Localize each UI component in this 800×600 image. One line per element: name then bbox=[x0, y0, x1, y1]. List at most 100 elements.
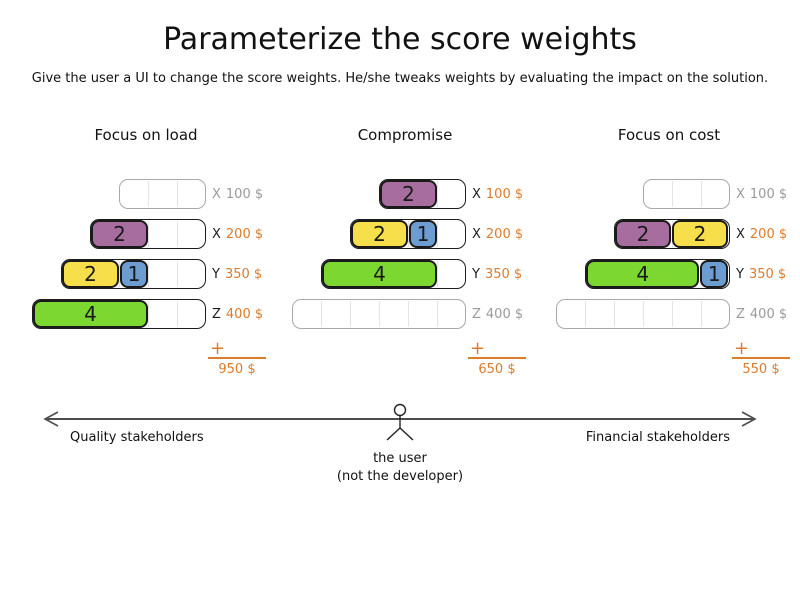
weight-slider-track[interactable] bbox=[556, 299, 730, 329]
column-title: Compromise bbox=[357, 126, 453, 144]
weight-segment-yellow[interactable]: 2 bbox=[351, 220, 408, 248]
weight-slider-track[interactable]: 2 bbox=[379, 179, 466, 209]
row-label-cost: 100 $ bbox=[225, 186, 264, 202]
cell-divider bbox=[321, 301, 322, 327]
axis-label-financial: Financial stakeholders bbox=[585, 430, 730, 445]
weight-segment-blue[interactable]: 1 bbox=[700, 260, 728, 288]
row-label-letter: Z bbox=[472, 306, 481, 322]
user-sublabel: (not the developer) bbox=[336, 469, 464, 484]
row-label-cost: 400 $ bbox=[749, 306, 788, 322]
weight-slider-track[interactable] bbox=[119, 179, 206, 209]
cell-divider bbox=[437, 261, 438, 287]
cell-divider bbox=[437, 221, 438, 247]
cell-divider bbox=[177, 261, 178, 287]
row-label-cost: 200 $ bbox=[485, 226, 524, 242]
plus-sign: + bbox=[470, 338, 486, 359]
total-amount: 550 $ bbox=[742, 362, 780, 377]
page-subtitle: Give the user a UI to change the score w… bbox=[31, 71, 769, 86]
weight-segment-blue[interactable]: 1 bbox=[409, 220, 437, 248]
plus-sign: + bbox=[210, 338, 226, 359]
column-title: Focus on cost bbox=[617, 126, 721, 144]
cell-divider bbox=[148, 181, 149, 207]
weight-segment-blue[interactable]: 1 bbox=[120, 260, 148, 288]
row-label-cost: 350 $ bbox=[224, 266, 263, 282]
cell-divider bbox=[643, 301, 644, 327]
weight-segment-green[interactable]: 4 bbox=[322, 260, 437, 288]
cell-divider bbox=[177, 221, 178, 247]
row-label-cost: 350 $ bbox=[484, 266, 523, 282]
row-label-letter: Y bbox=[472, 266, 480, 282]
row-label-cost: 400 $ bbox=[225, 306, 264, 322]
weight-slider-track[interactable]: 4 bbox=[32, 299, 206, 329]
weight-segment-yellow[interactable]: 2 bbox=[62, 260, 119, 288]
cell-divider bbox=[408, 301, 409, 327]
weight-slider-track[interactable] bbox=[643, 179, 730, 209]
weight-slider-track[interactable]: 2 bbox=[90, 219, 206, 249]
sum-block: + 650 $ bbox=[280, 338, 530, 377]
user-label: the user bbox=[373, 451, 427, 466]
row-label-letter: X bbox=[212, 186, 221, 202]
sum-block: + 950 $ bbox=[22, 338, 270, 377]
cell-divider bbox=[148, 261, 149, 287]
cell-divider bbox=[119, 261, 120, 287]
cell-divider bbox=[408, 221, 409, 247]
weight-segment-green[interactable]: 4 bbox=[33, 300, 148, 328]
axis-arrow-left-icon bbox=[43, 411, 59, 427]
sum-line bbox=[208, 357, 266, 359]
weight-segment-green[interactable]: 4 bbox=[586, 260, 700, 288]
weight-segment-purple[interactable]: 2 bbox=[91, 220, 148, 248]
stakeholder-axis bbox=[43, 403, 757, 441]
sum-block: + 550 $ bbox=[544, 338, 794, 377]
row-label-letter: X bbox=[736, 226, 745, 242]
row-label-cost: 200 $ bbox=[225, 226, 264, 242]
sum-line bbox=[468, 357, 526, 359]
weight-slider-track[interactable]: 4 bbox=[321, 259, 466, 289]
cell-divider bbox=[701, 301, 702, 327]
weight-segment-purple[interactable]: 2 bbox=[380, 180, 437, 208]
row-label-cost: 350 $ bbox=[748, 266, 787, 282]
plus-sign: + bbox=[734, 338, 750, 359]
cell-divider bbox=[701, 181, 702, 207]
row-label-letter: Z bbox=[212, 306, 221, 322]
cell-divider bbox=[437, 301, 438, 327]
cell-divider bbox=[148, 301, 149, 327]
weight-segment-yellow[interactable]: 2 bbox=[672, 220, 728, 248]
weight-slider-track[interactable] bbox=[292, 299, 466, 329]
row-label-letter: Z bbox=[736, 306, 745, 322]
total-amount: 950 $ bbox=[218, 362, 256, 377]
page-title: Parameterize the score weights bbox=[163, 22, 637, 57]
cell-divider bbox=[672, 181, 673, 207]
cell-divider bbox=[148, 221, 149, 247]
weight-segment-purple[interactable]: 2 bbox=[615, 220, 671, 248]
column-title: Focus on load bbox=[94, 126, 198, 144]
cell-divider bbox=[437, 181, 438, 207]
user-stick-figure-icon bbox=[386, 403, 414, 441]
